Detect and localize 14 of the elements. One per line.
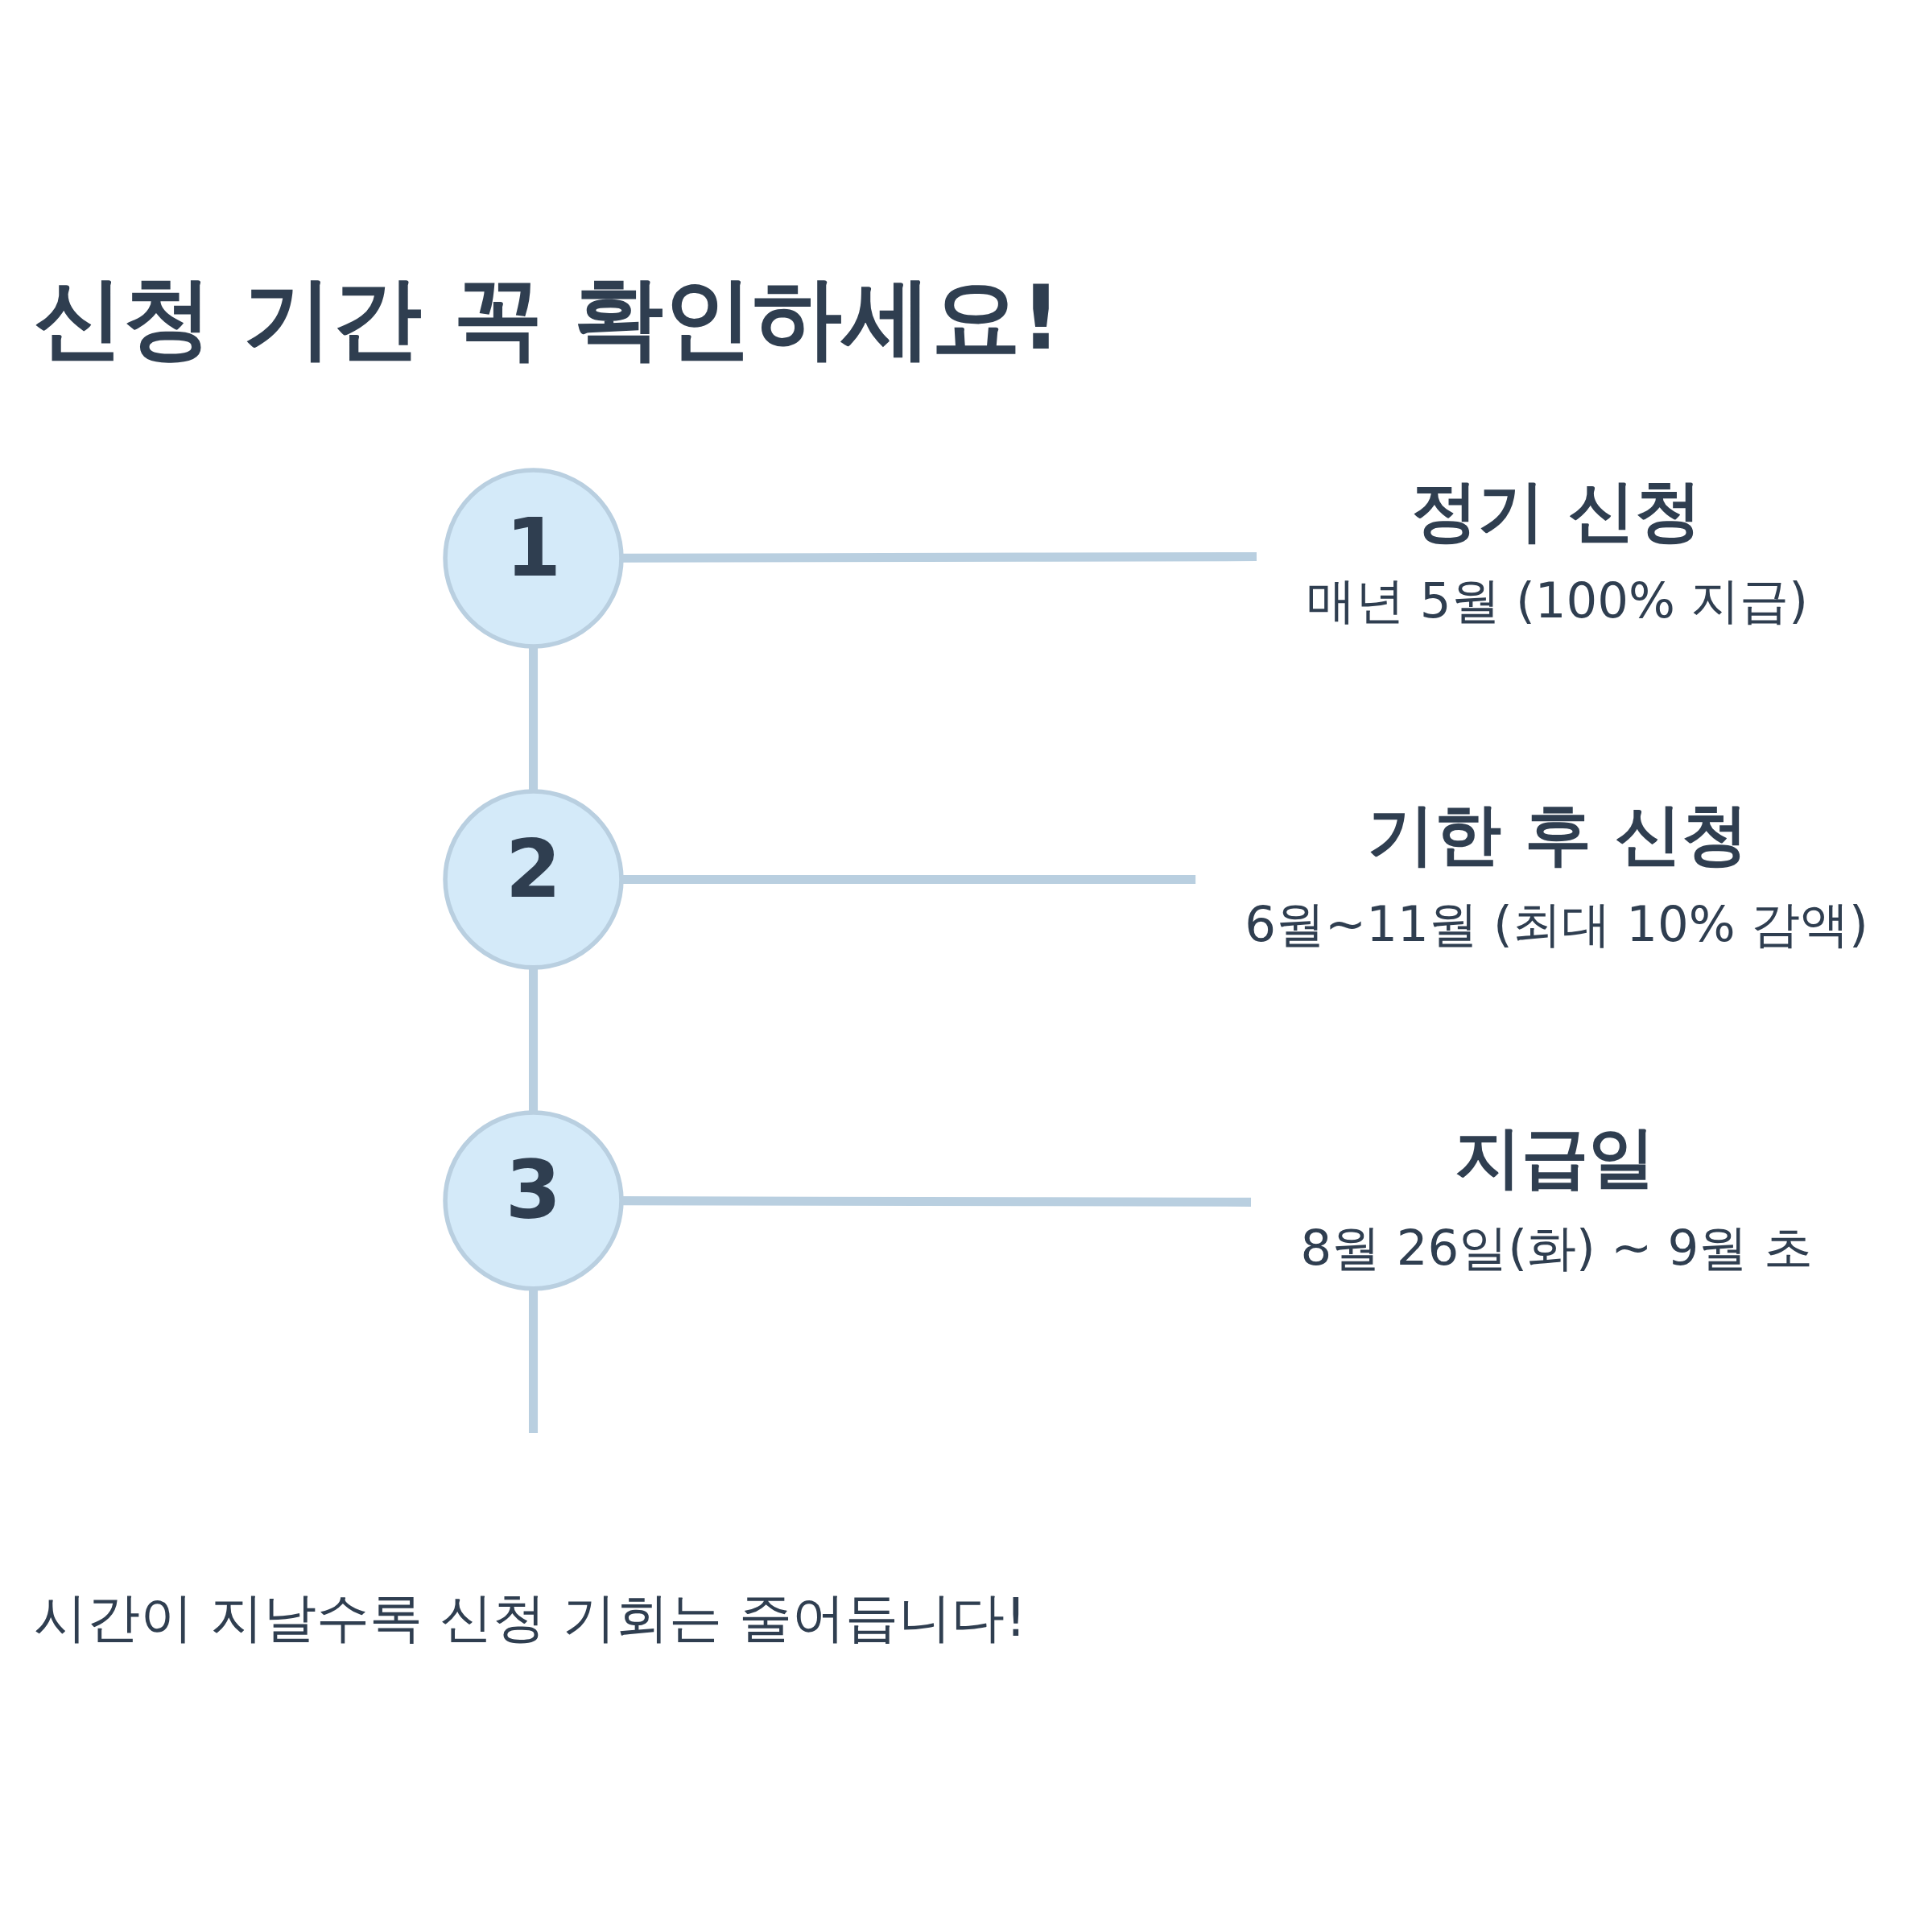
caption: 시간이 지날수록 신청 기회는 줄어듭니다!: [33, 1585, 1027, 1649]
connector: [621, 874, 1196, 884]
connector: [528, 967, 539, 1113]
node-text: 지급일 8월 26일(화) ~ 9월 초: [1300, 1117, 1813, 1276]
connector: [621, 551, 1257, 563]
connector: [528, 1289, 539, 1433]
node-text: 기한 후 신청 6월~11월 (최대 10% 감액): [1245, 795, 1868, 952]
node-circle: 3: [443, 1109, 624, 1291]
diagram-title: 신청 기간 꼭 확인하세요!: [33, 265, 1062, 369]
node-circle: 1: [443, 467, 624, 649]
node-circle: 2: [443, 788, 624, 970]
connector: [528, 646, 539, 791]
connector: [621, 1195, 1252, 1207]
node-text: 정기 신청 매년 5월 (100% 지급): [1306, 471, 1809, 629]
